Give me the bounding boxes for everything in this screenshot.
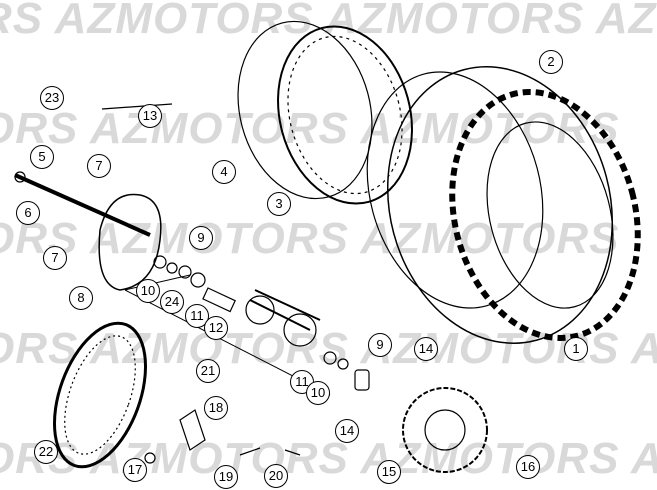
axle	[14, 173, 151, 237]
inner-tube	[366, 71, 544, 309]
callout-19: 19	[214, 465, 238, 489]
watermark: RS AZMOTORS AZMOTORS AZ	[0, 0, 657, 43]
callout-9: 9	[368, 333, 392, 357]
callout-22: 22	[34, 440, 58, 464]
callout-17: 17	[123, 458, 147, 482]
callout-18: 18	[204, 396, 228, 420]
callout-2: 2	[539, 50, 563, 74]
callout-10: 10	[136, 279, 160, 303]
assembled-wheel	[52, 321, 148, 469]
callout-5: 5	[30, 145, 54, 169]
brake-disc	[98, 193, 162, 291]
callout-1: 1	[564, 337, 588, 361]
callout-6: 6	[16, 201, 40, 225]
callout-21: 21	[196, 359, 220, 383]
rim	[277, 25, 413, 205]
callout-8: 8	[69, 286, 93, 310]
callout-14: 14	[335, 419, 359, 443]
callout-13: 13	[138, 104, 162, 128]
watermark: ORS AZMOTORS AZMOTORS	[0, 104, 620, 153]
callout-7: 7	[43, 246, 67, 270]
tire	[386, 66, 641, 344]
callout-9: 9	[189, 226, 213, 250]
callout-15: 15	[377, 460, 401, 484]
callout-4: 4	[212, 160, 236, 184]
watermark: ORS AZMOTORS AZMOTORS AZ	[0, 434, 657, 483]
callout-24: 24	[160, 290, 184, 314]
hub	[249, 289, 321, 331]
callout-3: 3	[267, 192, 291, 216]
sprocket	[402, 387, 488, 473]
spoke	[101, 103, 173, 110]
callout-10: 10	[306, 381, 330, 405]
callout-12: 12	[204, 316, 228, 340]
callout-14: 14	[414, 337, 438, 361]
callout-23: 23	[40, 86, 64, 110]
callout-11: 11	[185, 304, 209, 328]
callout-20: 20	[264, 464, 288, 488]
callout-7: 7	[87, 154, 111, 178]
callout-16: 16	[516, 455, 540, 479]
watermark: ORS AZMOTORS AZMOTORS AZ	[0, 324, 657, 373]
